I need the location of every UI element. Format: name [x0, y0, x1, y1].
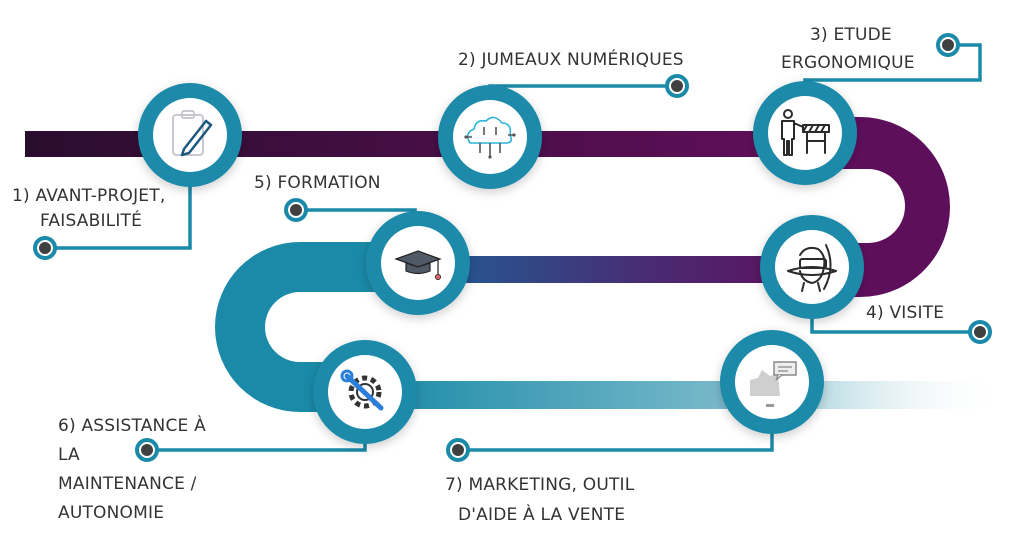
clipboard-pencil-icon	[172, 110, 213, 157]
label-line: D'AIDE À LA VENTE	[458, 503, 625, 525]
label-line: 5) FORMATION	[254, 173, 381, 193]
label-line: LA	[58, 445, 80, 465]
step-3-node[interactable]	[753, 81, 857, 185]
step-7-label: 7) MARKETING, OUTIL D'AIDE À LA VENTE	[445, 475, 635, 525]
label-line: FAISABILITÉ	[40, 209, 142, 231]
vr-headset-icon	[787, 244, 837, 292]
label-line: ERGONOMIQUE	[781, 53, 915, 73]
digital-cloud-circuit-icon	[464, 116, 516, 159]
step-6-label: 6) ASSISTANCE À LA MAINTENANCE / AUTONOM…	[58, 414, 206, 523]
step-6-node[interactable]	[313, 340, 417, 444]
step-5-node[interactable]	[366, 211, 470, 315]
step-3-label: 3) ETUDE ERGONOMIQUE	[781, 25, 915, 73]
label-line: AUTONOMIE	[58, 503, 164, 523]
step-5-label: 5) FORMATION	[254, 173, 381, 193]
label-line: 3) ETUDE	[810, 25, 892, 45]
road-middle	[415, 256, 815, 283]
step-4-node[interactable]	[760, 215, 864, 319]
label-line: MAINTENANCE /	[58, 474, 197, 494]
connector-1	[33, 185, 192, 260]
label-line: 7) MARKETING, OUTIL	[445, 475, 635, 495]
connector-6	[135, 438, 367, 462]
step-4-label: 4) VISITE	[866, 303, 944, 323]
connector-7	[446, 432, 774, 462]
graduation-cap-icon	[394, 250, 442, 280]
connector-4	[810, 316, 992, 344]
label-line: 1) AVANT-PROJET,	[12, 186, 165, 206]
gear-wrench-icon	[340, 369, 384, 411]
step-1-label: 1) AVANT-PROJET, FAISABILITÉ	[12, 186, 165, 231]
label-line: 2) JUMEAUX NUMÉRIQUES	[458, 48, 684, 70]
label-line: 6) ASSISTANCE À	[58, 414, 206, 436]
step-7-node[interactable]	[720, 330, 824, 434]
worker-barrier-icon	[781, 109, 830, 156]
road-bottom	[365, 381, 1005, 409]
step-2-label: 2) JUMEAUX NUMÉRIQUES	[458, 48, 684, 70]
step-1-node[interactable]	[138, 83, 242, 187]
label-line: 4) VISITE	[866, 303, 944, 323]
connector-2	[488, 74, 689, 98]
step-2-node[interactable]	[438, 85, 542, 189]
presentation-chat-icon	[750, 361, 797, 407]
